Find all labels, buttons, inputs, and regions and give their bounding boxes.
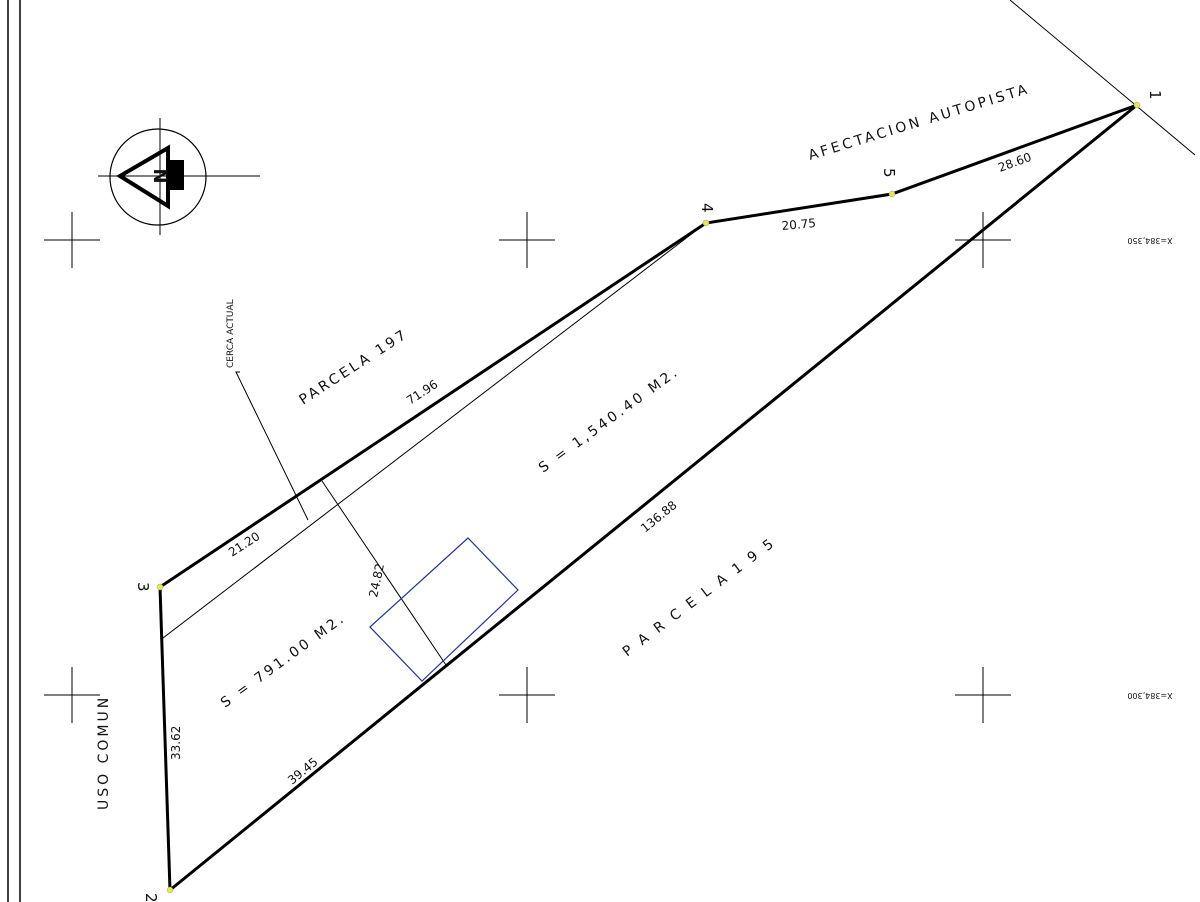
building-outline <box>369 537 519 682</box>
vertex-label-5: 5 <box>880 168 898 178</box>
area-south: S = 791.00 M2. <box>218 610 349 711</box>
label-parcela-197: PARCELA 197 <box>296 326 411 408</box>
coordinate-label-top: X=384,350 <box>1127 236 1172 245</box>
coordinate-label-bottom: X=384,300 <box>1127 691 1172 700</box>
cerca-leader <box>235 371 309 521</box>
label-uso-comun: USO COMUN <box>96 695 112 810</box>
grid-crosshairs <box>44 212 1011 723</box>
distance-5-4: 20.75 <box>781 216 816 233</box>
label-cerca-actual: CERCA ACTUAL <box>226 299 236 368</box>
label-afectacion-autopista: AFECTACION AUTOPISTA <box>806 81 1031 164</box>
vertex-markers <box>156 101 1141 894</box>
vertex-label-1: 1 <box>1146 90 1164 100</box>
highway-line <box>1009 0 1196 156</box>
distance-3-2: 33.62 <box>169 726 183 760</box>
vertex-label-2: 2 <box>142 893 160 902</box>
distance-division: 24.82 <box>366 562 387 599</box>
north-arrow-icon: N <box>98 118 260 235</box>
inner-fence-line <box>162 225 703 639</box>
area-north: S = 1,540.40 M2. <box>536 364 683 477</box>
division-line <box>321 480 447 666</box>
distance-3-fence: 21.20 <box>226 529 262 559</box>
label-parcela-195: P A R C E L A 1 9 5 <box>620 535 779 661</box>
north-label: N <box>151 168 172 183</box>
parcel-boundary <box>158 103 1138 892</box>
vertex-label-4: 4 <box>698 203 716 213</box>
vertex-label-3: 3 <box>134 582 152 592</box>
